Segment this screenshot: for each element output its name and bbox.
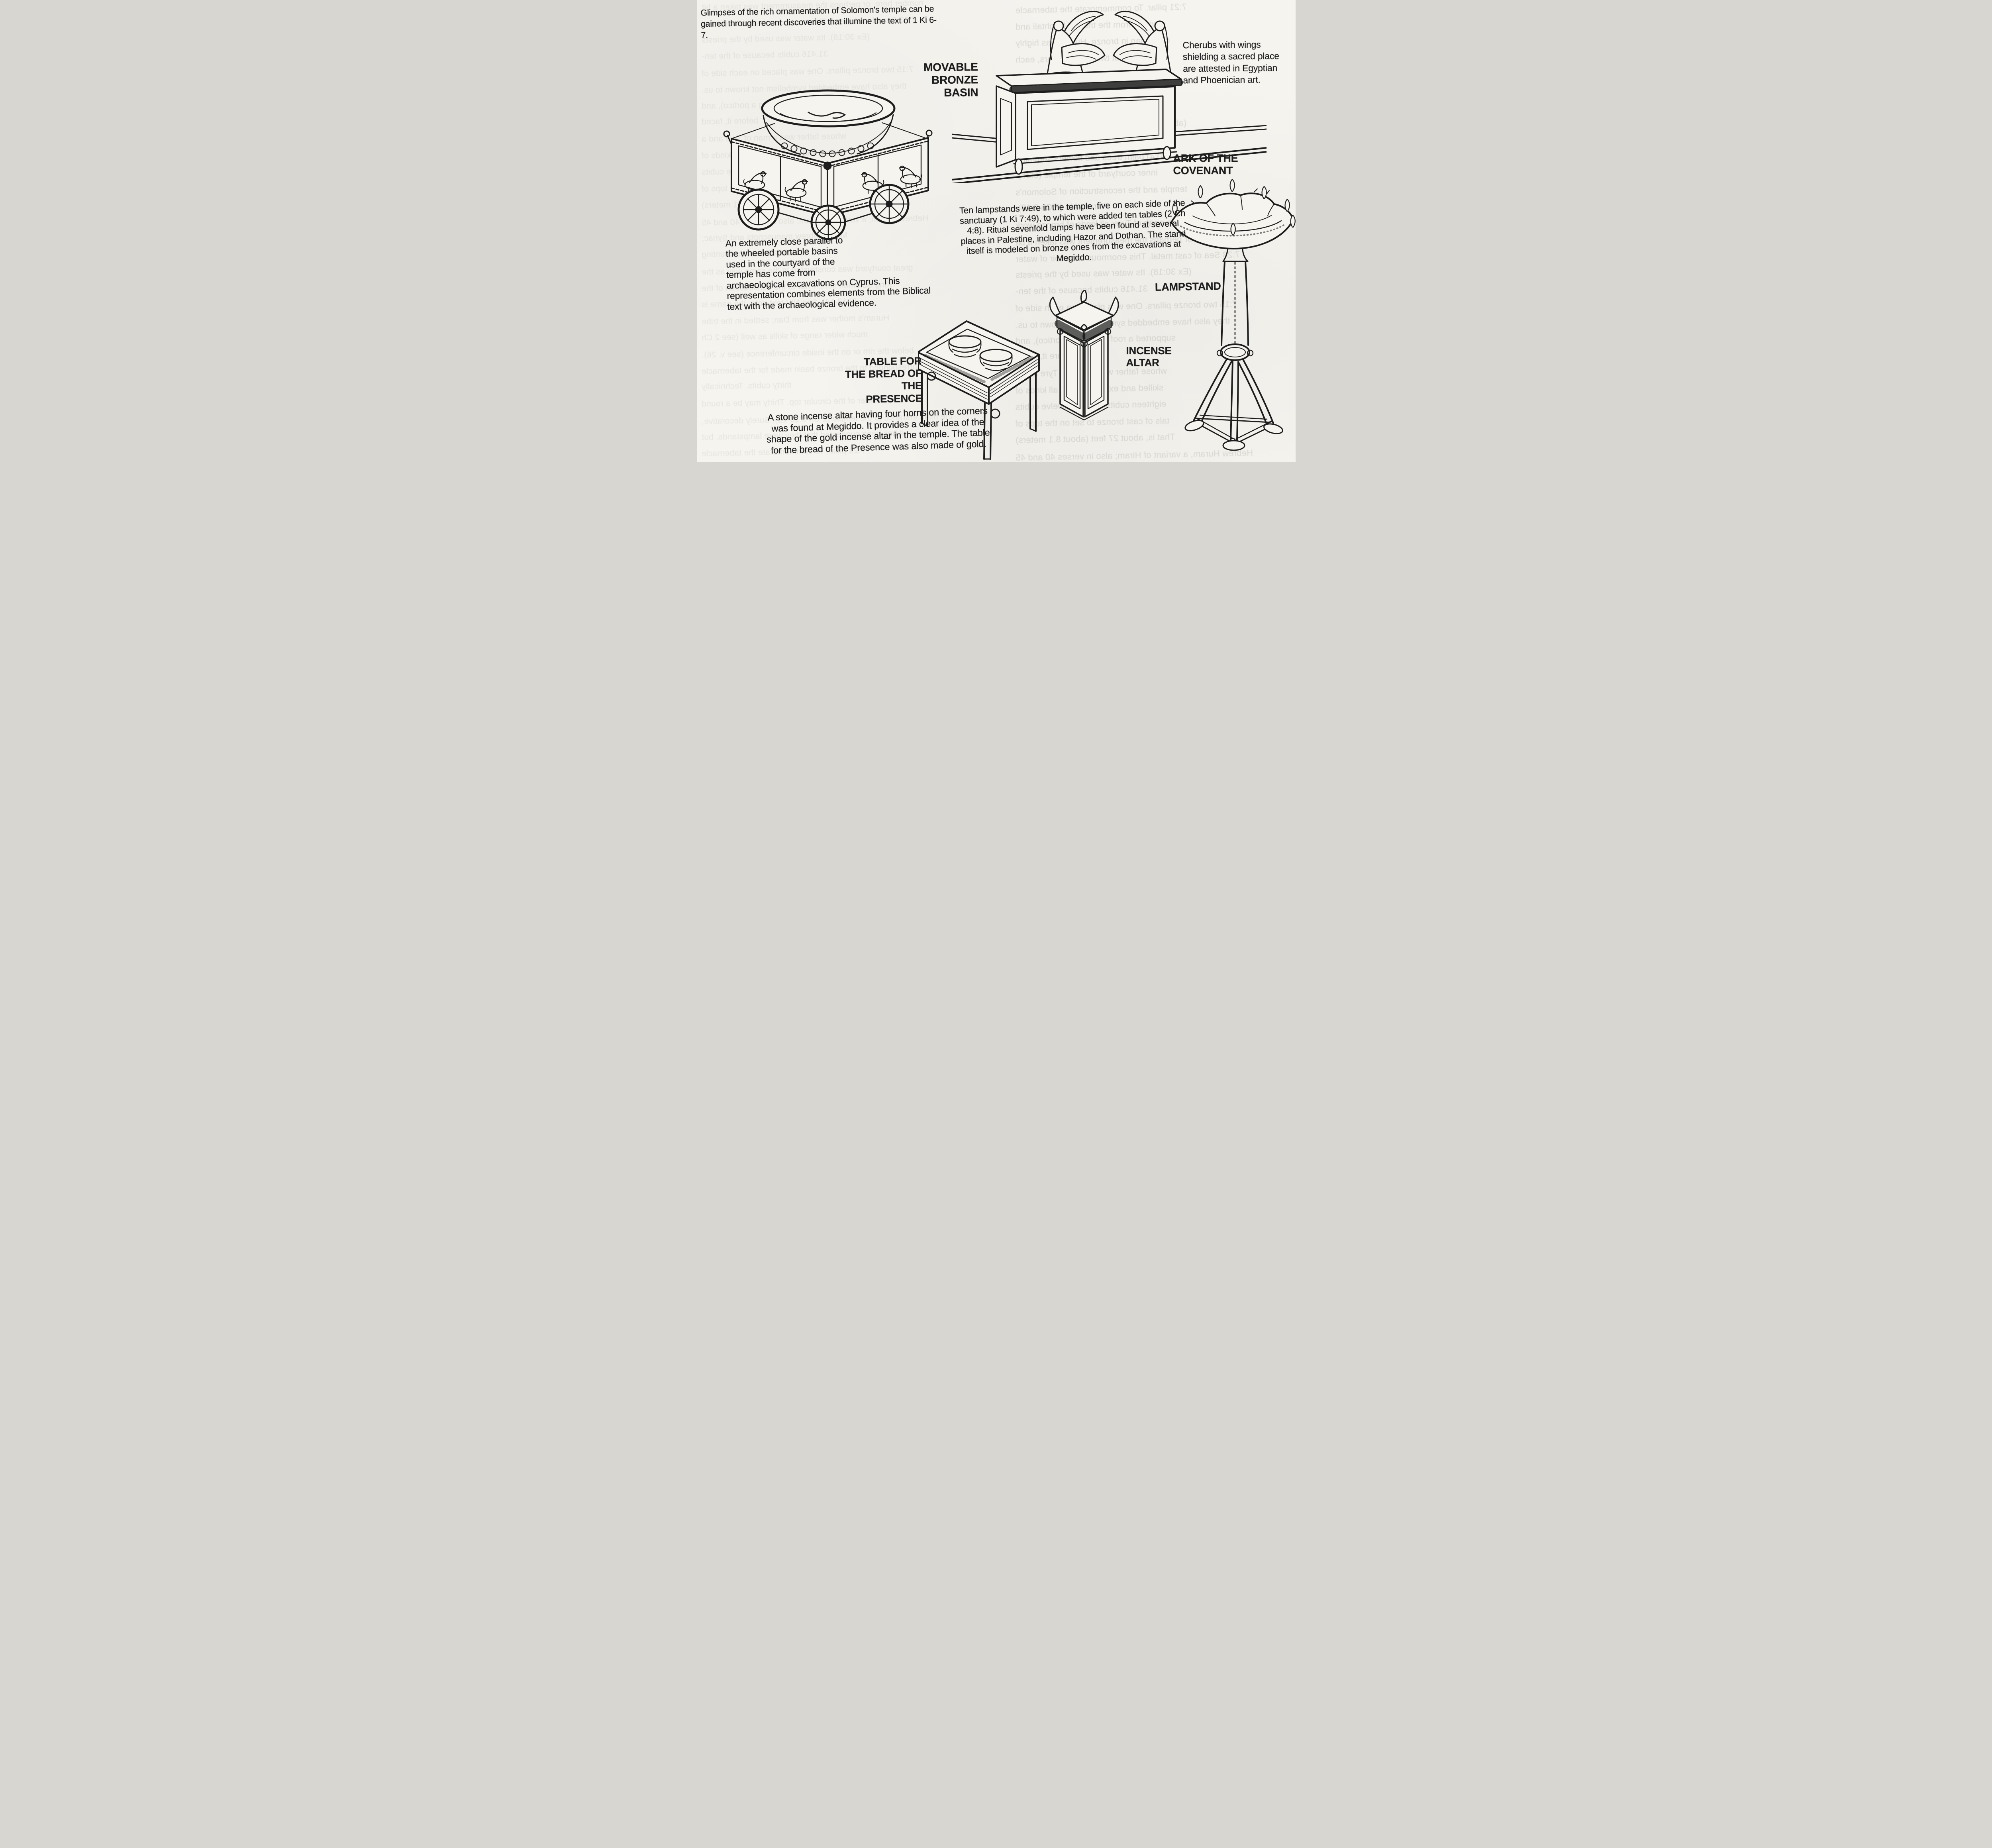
lampstand-label: LAMPSTAND bbox=[1155, 280, 1221, 293]
bread-table-label: TABLE FOR THE BREAD OF THE PRESENCE bbox=[845, 355, 922, 405]
intro-caption: Glimpses of the rich ornamentation of So… bbox=[700, 4, 937, 40]
movable-bronze-basin-drawing bbox=[723, 89, 932, 240]
cherubs-caption: Cherubs with wings shielding a sacred pl… bbox=[1182, 39, 1279, 86]
lampstand-drawing bbox=[1170, 179, 1296, 451]
lampstand-illustration bbox=[1169, 175, 1296, 462]
caption-wrap-spacer bbox=[846, 232, 944, 267]
bleed-through-line: much wider range of skills as well (see … bbox=[701, 330, 868, 343]
ark-of-the-covenant-drawing bbox=[951, 11, 1267, 183]
ark-of-the-covenant-illustration bbox=[951, 6, 1267, 183]
scanned-page: number here, or perhaps the measurement … bbox=[696, 0, 1296, 462]
bread-table-drawing bbox=[918, 320, 1040, 460]
incense-altar-illustration bbox=[1043, 290, 1125, 426]
incense-altar-drawing bbox=[1049, 290, 1119, 421]
bleed-through-line: 31.416 cubits because of the ten- bbox=[701, 49, 828, 61]
bleed-through-line: temple and the reconstruction of Solomon… bbox=[1015, 183, 1187, 198]
bleed-through-line: Huram's mother was from Dan; settled in … bbox=[701, 313, 890, 326]
lampstands-caption: Ten lampstands were in the temple, five … bbox=[959, 198, 1186, 263]
ark-of-the-covenant-label: ARK OF THE COVENANT bbox=[1173, 152, 1238, 177]
bleed-through-line: thirty cubits. Technically bbox=[701, 380, 792, 391]
incense-altar-label: INCENSE ALTAR bbox=[1126, 345, 1172, 369]
movable-bronze-basin-illustration bbox=[707, 76, 952, 240]
bread-table-illustration bbox=[918, 319, 1041, 462]
movable-bronze-basin-label: MOVABLE BRONZE BASIN bbox=[923, 61, 978, 99]
incense-altar-caption: A stone incense altar having four horns … bbox=[766, 405, 990, 456]
bleed-through-line: (Ex 30:18). Its water was used by the pr… bbox=[1015, 266, 1192, 280]
basin-parallel-caption: An extremely close parallel to the wheel… bbox=[725, 232, 945, 312]
